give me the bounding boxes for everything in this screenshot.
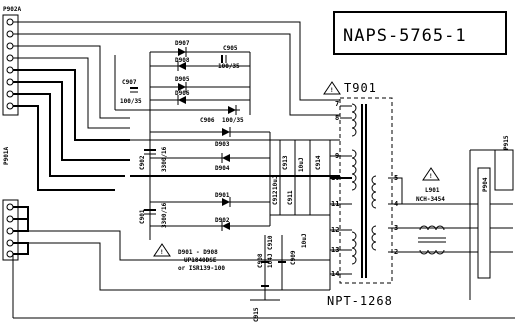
wires-p901a xyxy=(13,206,330,291)
note-part-1: UP1840DSE xyxy=(184,257,217,264)
connector-p901a-pins xyxy=(6,203,14,258)
capacitor-value-c905: 100/35 xyxy=(218,63,240,70)
connector-label-p902a: P902A xyxy=(3,6,21,13)
diode-d905 xyxy=(178,82,187,92)
value-10uj-1: 10uJ xyxy=(272,176,279,190)
capacitor-c902 xyxy=(144,149,156,155)
secondary-wiring xyxy=(388,150,471,300)
connector-p904-pins xyxy=(470,203,513,253)
diode-label-d901: D901 xyxy=(215,192,230,199)
svg-text:!: ! xyxy=(429,173,433,180)
warning-triangle-icon-2: ! xyxy=(153,243,171,257)
transformer-ref: T901 xyxy=(344,81,377,95)
value-104j: 104J xyxy=(267,254,274,268)
capacitor-label-c901: C901 xyxy=(139,209,146,224)
capacitor-label-c911: C911 xyxy=(287,190,294,205)
capacitor-label-c905: C905 xyxy=(223,45,238,52)
warning-triangle-icon-3: ! xyxy=(422,167,440,181)
capacitor-label-c907: C907 xyxy=(122,79,137,86)
note-part-2: or ISR139-100 xyxy=(178,265,225,272)
connector-p902a xyxy=(2,14,19,116)
diode-d907 xyxy=(178,47,187,57)
capacitor-label-c906: C906 xyxy=(200,117,215,124)
capacitor-label-c908: C908 xyxy=(257,253,264,268)
connector-label-p901a: P901A xyxy=(3,147,10,165)
diode-small xyxy=(228,105,237,115)
warning-triangle-icon-1: ! xyxy=(323,81,341,95)
pin-8: 8 xyxy=(335,114,339,122)
connector-p915 xyxy=(494,149,514,191)
value-10uj-3: 10uJ xyxy=(301,234,308,248)
capacitor-label-c912: C912 xyxy=(272,190,279,205)
capacitor-c905 xyxy=(221,55,227,63)
diode-label-d902: D902 xyxy=(215,217,230,224)
wires-p902a xyxy=(13,21,340,191)
diode-label-d906: D906 xyxy=(175,90,190,97)
diode-label-d905: D905 xyxy=(175,76,190,83)
capacitor-label-c910: C910 xyxy=(267,235,274,250)
inductor-ref: L901 xyxy=(425,187,440,194)
capacitor-value-c901: 3300/16 xyxy=(161,202,168,228)
inductor-l901 xyxy=(418,225,446,255)
transformer-primary-wires xyxy=(329,105,352,290)
transformer-outline xyxy=(339,97,393,284)
title-box xyxy=(333,11,507,55)
transformer-part: NPT-1268 xyxy=(327,294,393,308)
capacitor-value-c906: 100/35 xyxy=(222,117,244,124)
capacitor-c907 xyxy=(130,87,138,93)
diode-label-d908: D908 xyxy=(175,57,190,64)
note-diode-range: D901 - D908 xyxy=(178,249,218,256)
capacitor-c901 xyxy=(144,209,156,215)
schematic-title: NAPS-5765-1 xyxy=(343,26,467,46)
capacitor-value-c902: 3300/16 xyxy=(161,146,168,172)
transformer-secondary-windings xyxy=(371,175,377,251)
capacitor-label-c902: C902 xyxy=(139,155,146,170)
capacitor-label-c914: C914 xyxy=(315,155,322,170)
capacitor-value-c907: 100/35 xyxy=(120,98,142,105)
diode-d906 xyxy=(177,95,186,105)
snubber-caps xyxy=(270,140,330,216)
pin-7: 7 xyxy=(335,100,339,108)
lower-caps xyxy=(250,235,286,301)
svg-text:!: ! xyxy=(330,87,334,94)
capacitor-label-c915: C915 xyxy=(253,307,260,322)
capacitor-label-c909: C909 xyxy=(290,250,297,265)
diode-label-d904: D904 xyxy=(215,165,230,172)
diode-label-d903: D903 xyxy=(215,141,230,148)
upper-rectifier xyxy=(114,51,251,240)
rectifier-rails xyxy=(130,131,340,227)
svg-text:!: ! xyxy=(160,249,164,256)
capacitor-label-c913: C913 xyxy=(282,155,289,170)
transformer-primary-windings xyxy=(351,103,357,265)
connector-p902a-pins xyxy=(6,18,14,110)
connector-label-p904: P904 xyxy=(482,177,489,192)
diode-d908 xyxy=(177,61,186,71)
transformer-core xyxy=(361,104,367,278)
connector-label-p915: P915 xyxy=(503,135,510,150)
connector-p904 xyxy=(477,167,491,279)
value-10uj-2: 10uJ xyxy=(298,158,305,172)
diode-label-d907: D907 xyxy=(175,40,190,47)
inductor-part: NCH-3454 xyxy=(416,196,445,203)
